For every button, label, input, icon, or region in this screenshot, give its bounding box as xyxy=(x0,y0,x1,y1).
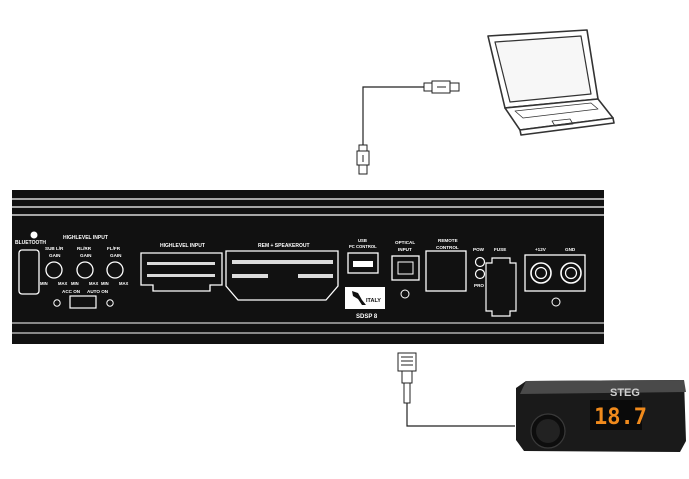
italy-label: ITALY xyxy=(366,298,381,304)
pro-label: PRO xyxy=(474,283,484,288)
svg-text:MAX: MAX xyxy=(119,281,129,286)
gain-group-3: FL/FR GAIN MIN MAX xyxy=(101,246,129,286)
highlevel-header: HIGHLEVEL INPUT xyxy=(63,235,108,241)
gain-2-word: GAIN xyxy=(80,253,92,258)
usb-cable xyxy=(356,80,460,175)
fuse-holder xyxy=(485,257,517,317)
remote-label-2: CONTROL xyxy=(436,245,459,250)
svg-text:MAX: MAX xyxy=(89,281,99,286)
svg-text:MIN: MIN xyxy=(101,281,109,286)
svg-text:MIN: MIN xyxy=(71,281,79,286)
plus12v-terminal xyxy=(530,262,552,284)
gain-3-label: FL/FR xyxy=(107,246,121,251)
gain-3-knob xyxy=(106,261,124,279)
remote-display-value: 18.7 xyxy=(594,405,647,430)
optical-label-1: OPTICAL xyxy=(395,240,415,245)
gain-1-knob xyxy=(45,261,63,279)
pro-led xyxy=(474,268,486,280)
pow-led xyxy=(474,256,486,268)
gain-2-label: RL/RR xyxy=(77,246,92,251)
remote-display xyxy=(590,400,642,430)
power-screw xyxy=(551,297,561,307)
amplifier-panel: BLUETOOTH HIGHLEVEL INPUT SUB L/R GAIN M… xyxy=(12,190,604,344)
svg-text:MIN: MIN xyxy=(40,281,48,286)
gain-group-1: SUB L/R GAIN MIN MAX xyxy=(40,246,68,286)
gain-group-2: RL/RR GAIN MIN MAX xyxy=(71,246,99,286)
bluetooth-antenna-port xyxy=(18,249,40,295)
screw-left xyxy=(53,299,61,307)
svg-text:MAX: MAX xyxy=(58,281,68,286)
gnd-terminal xyxy=(560,262,582,284)
bluetooth-led xyxy=(30,231,38,239)
remote-cable xyxy=(397,352,515,427)
gain-1-word: GAIN xyxy=(49,253,61,258)
highlevel-pins xyxy=(147,262,215,277)
optical-label-2: INPUT xyxy=(398,247,412,252)
laptop-icon xyxy=(487,29,615,136)
screw-right xyxy=(106,299,114,307)
pc-control-label: PC CONTROL xyxy=(349,244,377,249)
speakerout-connector xyxy=(225,250,339,301)
remote-label-1: REMOTE xyxy=(438,238,458,243)
usb-plug-icon xyxy=(356,80,460,175)
power-terminal-block xyxy=(524,254,586,292)
italy-badge: ITALY xyxy=(345,287,385,309)
model-label: SDSP 8 xyxy=(356,314,378,320)
speakerout-pins xyxy=(232,260,333,278)
highlevel-input-label: HIGHLEVEL INPUT xyxy=(160,243,205,249)
optical-screw xyxy=(400,289,410,299)
pow-label: POW xyxy=(473,247,485,252)
remote-control-port xyxy=(425,250,467,292)
bluetooth-label: BLUETOOTH xyxy=(15,240,46,246)
highlevel-connector xyxy=(140,252,223,292)
gain-3-word: GAIN xyxy=(110,253,122,258)
usb-port xyxy=(347,252,379,274)
rj-plug-icon xyxy=(397,352,417,404)
remote-control-icon: STEG 18.7 xyxy=(516,380,686,452)
remote-brand-label: STEG xyxy=(610,387,640,399)
usb-label: USB xyxy=(358,238,367,243)
rem-speakerout-label: REM + SPEAKEROUT xyxy=(258,243,310,249)
acc-auto-switch xyxy=(69,295,97,309)
fuse-label: FUSE xyxy=(494,247,506,252)
plus12v-label: +12V xyxy=(535,247,547,252)
gain-2-knob xyxy=(76,261,94,279)
gnd-label: GND xyxy=(565,247,576,252)
auto-on-label: AUTO ON xyxy=(87,289,109,294)
optical-input-port xyxy=(391,255,420,281)
acc-on-label: ACC ON xyxy=(62,289,81,294)
gain-1-label: SUB L/R xyxy=(45,246,64,251)
